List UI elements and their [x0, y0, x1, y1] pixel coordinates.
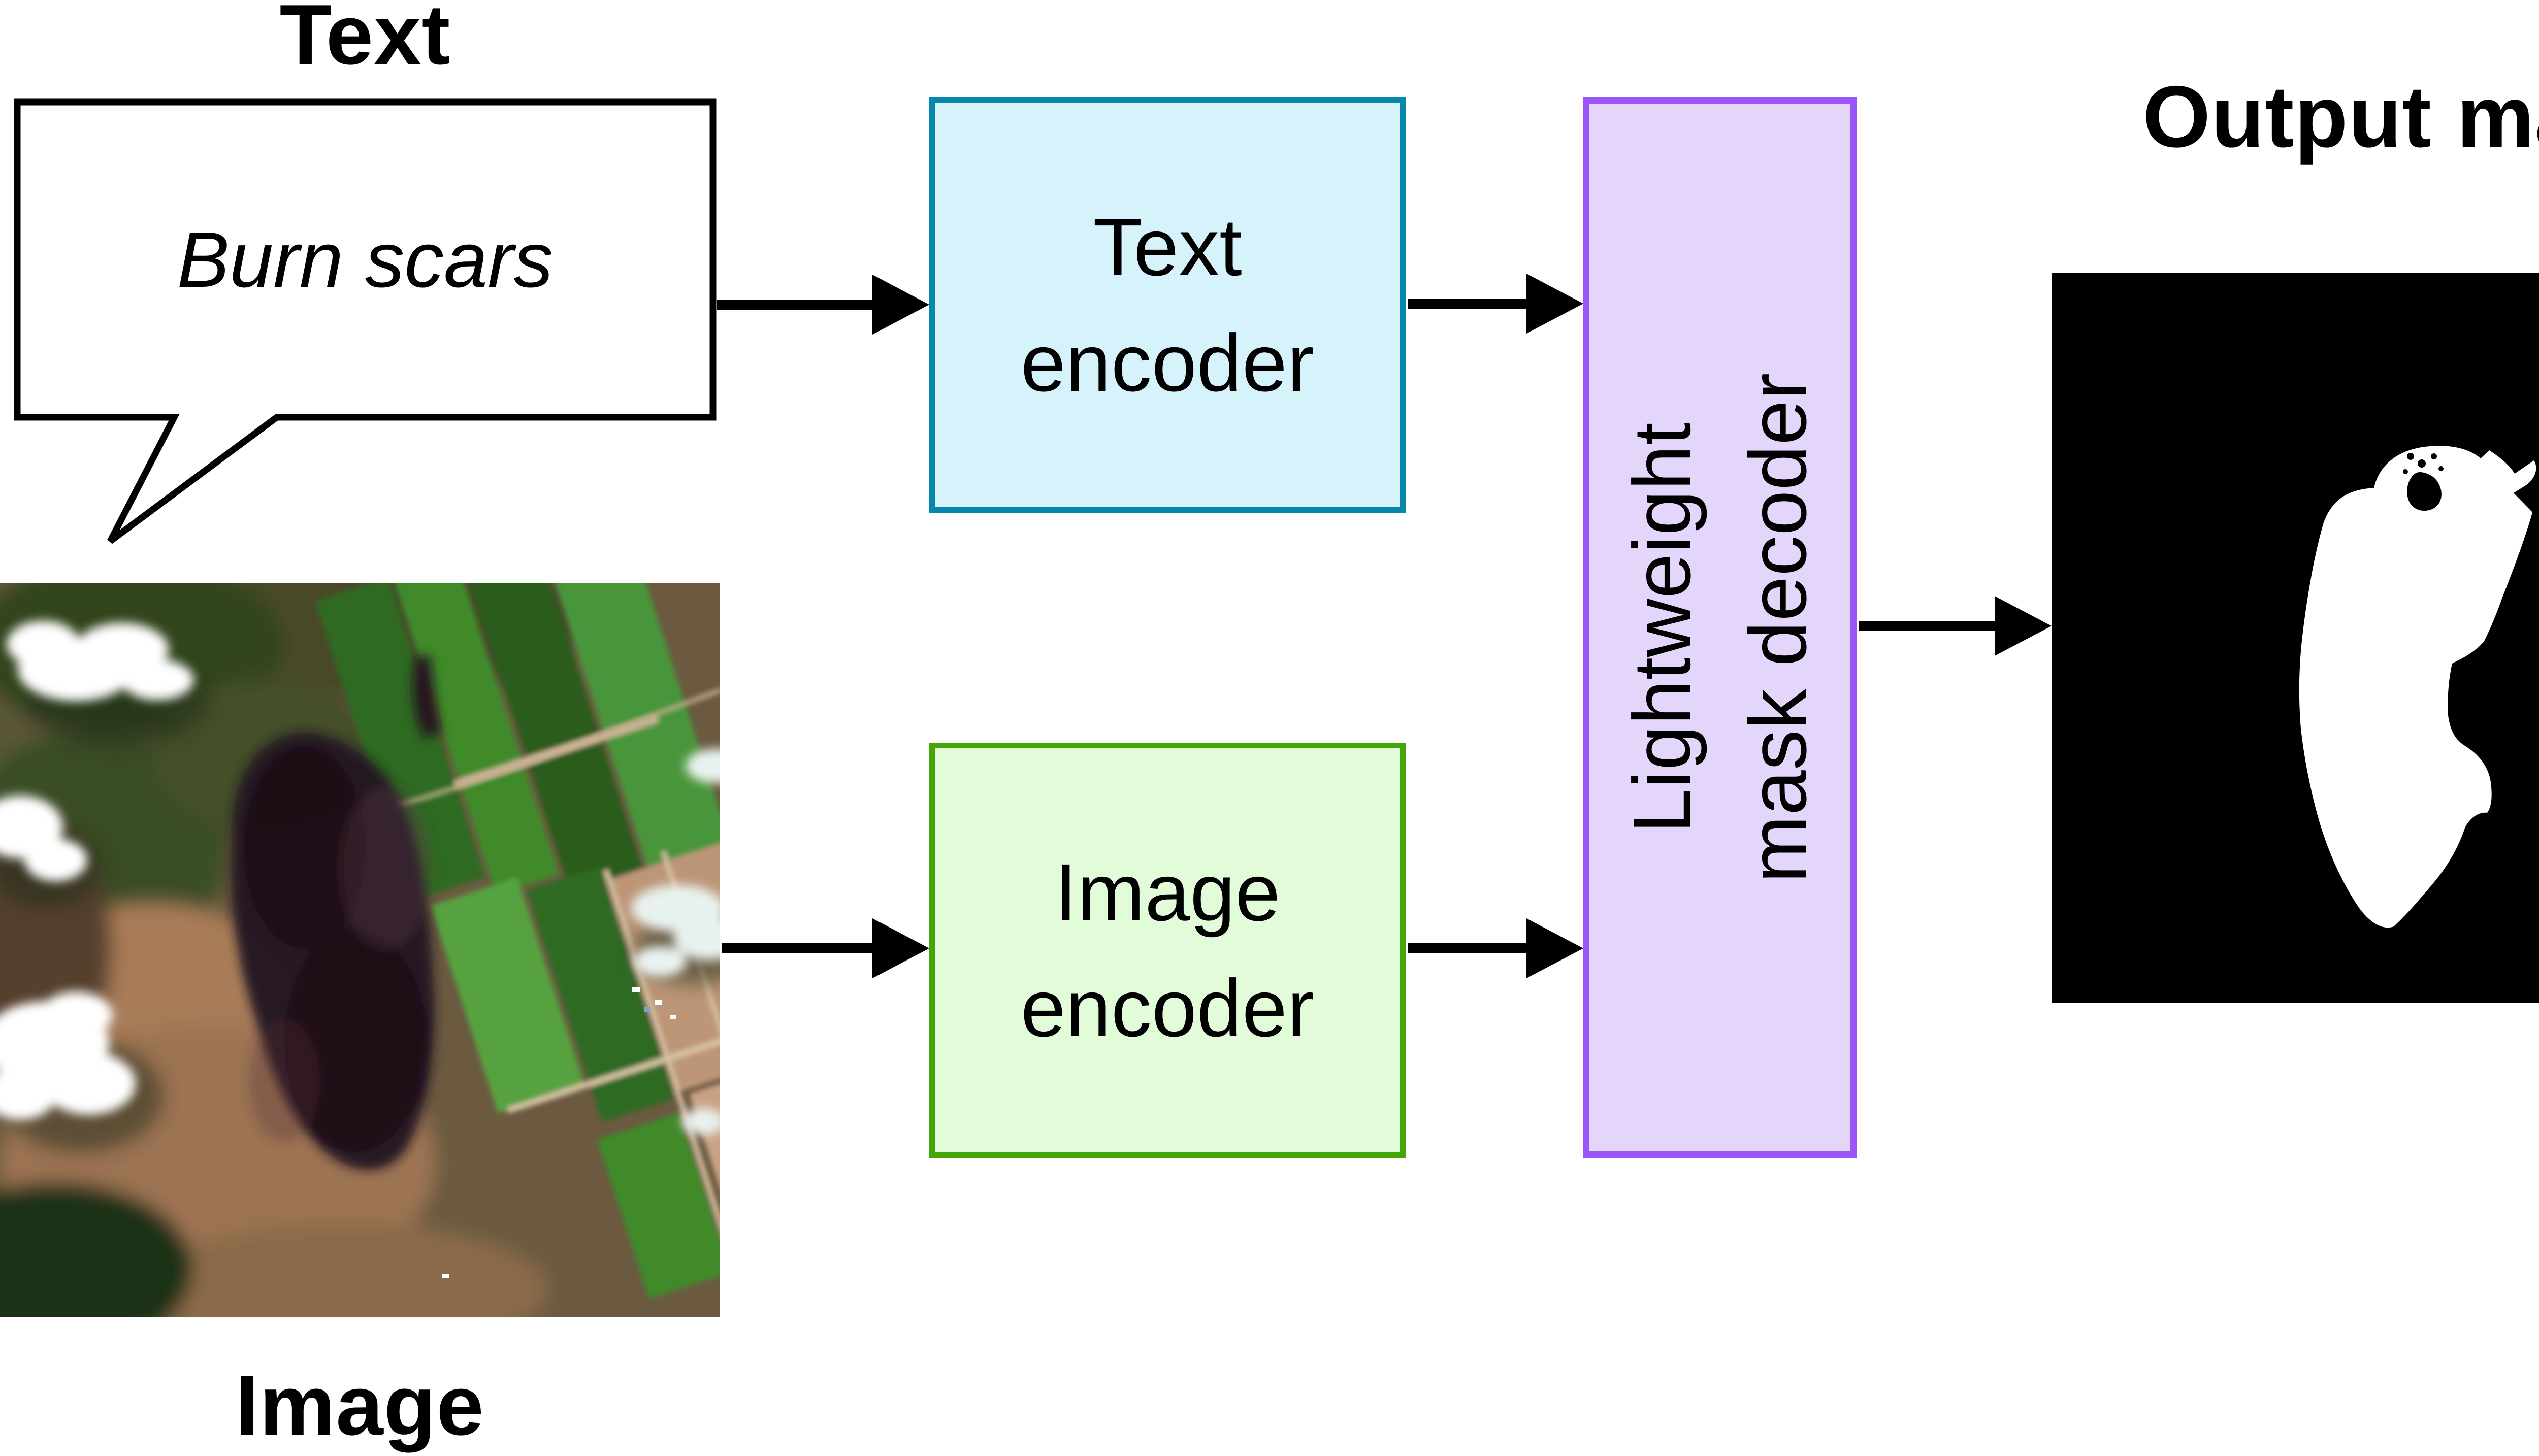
arrow-image-to-image-encoder: [722, 918, 929, 978]
output-mask-image: [2052, 273, 2539, 1003]
text-input-title: Text: [279, 0, 451, 82]
mask-decoder-box: Lightweight mask decoder: [1583, 97, 1857, 1158]
image-input-title: Image: [235, 1358, 484, 1453]
segmentation-mask-blob: [2299, 446, 2536, 928]
text-encoder-box: Text encoder: [929, 97, 1406, 513]
text-encoder-label: Text encoder: [1020, 202, 1315, 408]
arrow-text-to-text-encoder: [717, 275, 929, 335]
prompt-text: Burn scars: [177, 215, 554, 304]
speech-bubble: [14, 98, 717, 544]
satellite-image: [0, 583, 720, 1317]
speech-bubble-text-wrap: Burn scars: [14, 99, 716, 420]
image-encoder-box: Image encoder: [929, 743, 1406, 1158]
mask-decoder-label: Lightweight mask decoder: [1616, 373, 1823, 883]
mask-holes: [2403, 453, 2444, 511]
arrow-decoder-to-output: [1859, 596, 2052, 656]
arrow-text-encoder-to-decoder: [1408, 274, 1583, 334]
image-encoder-label: Image encoder: [1020, 847, 1315, 1053]
arrows-group: [717, 274, 2052, 978]
output-mask-title: Output mask: [2142, 68, 2539, 166]
arrow-image-encoder-to-decoder: [1408, 918, 1583, 978]
mask-blob-svg: [2052, 273, 2539, 1003]
